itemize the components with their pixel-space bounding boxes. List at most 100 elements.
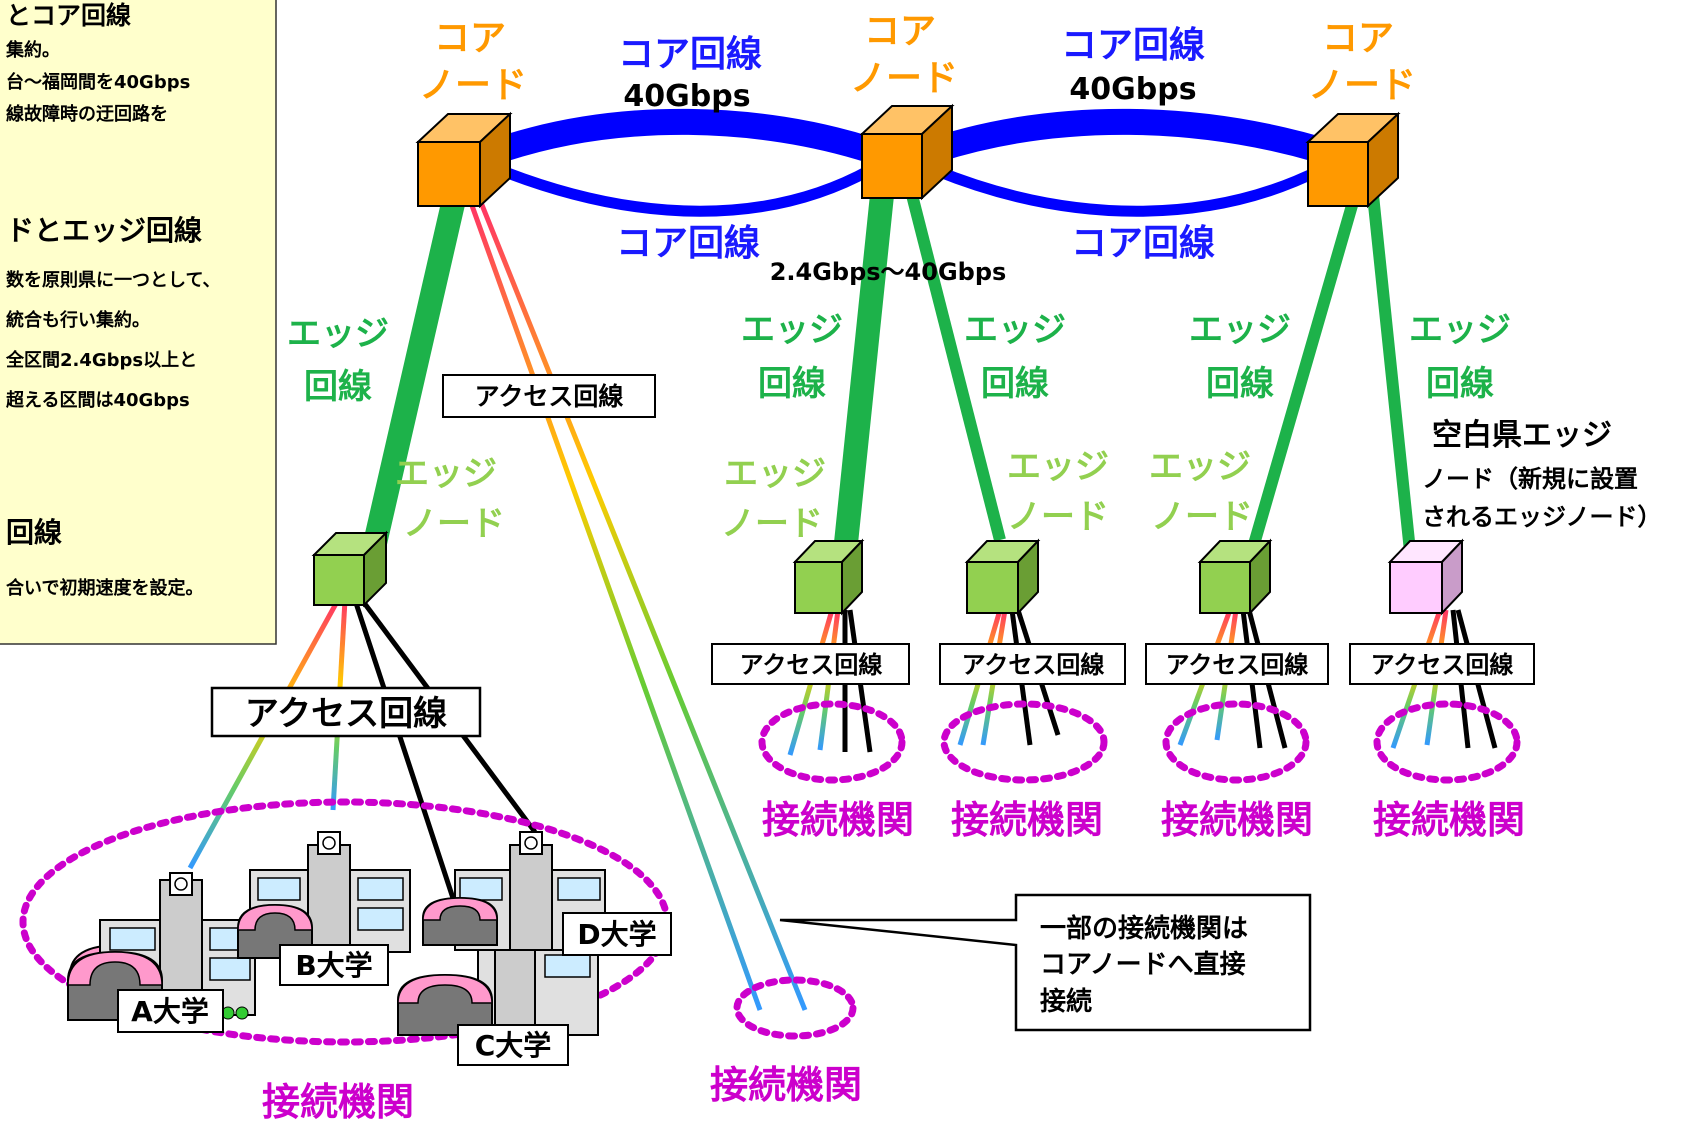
edge-line-label-4-bottom: 回線 [1426,364,1494,404]
panel-edge-line-3: 全区間2.4Gbps以上と [5,349,197,371]
edge-line-label-left-top: エッジ [287,314,389,354]
direct-access-line-2 [477,199,808,1011]
core-link-speed-1: 40Gbps [623,79,750,114]
edge-node-label-left-top: エッジ [395,454,497,494]
new-edge-node-line-3: されるエッジノード） [1422,503,1662,531]
access-label-1: アクセス回線 [711,643,910,685]
edge-line-label-left-bottom: 回線 [304,367,372,407]
description-panel: とコア回線 集約。 台～福岡間を40Gbps 線故障時の迂回路を ドとエッジ回線… [0,0,277,645]
access-label-left: アクセス回線 [210,686,482,738]
panel-core-line-2: 台～福岡間を40Gbps [6,71,190,93]
edge-line-right-1 [1242,193,1361,567]
edge-node-1 [792,538,865,616]
core-node-2 [859,103,955,201]
access-label-4-text: アクセス回線 [1371,651,1514,679]
core-link-lower-1 [497,164,873,217]
panel-edge-line-1: 数を原則県に一つとして、 [6,269,221,291]
core-link-speed-2: 40Gbps [1069,72,1196,107]
core-link-label-upper-2: コア回線 [1061,25,1205,66]
edge-node-new [1387,538,1465,616]
univ-label-d: D大学 [562,912,672,956]
building-b [237,831,411,959]
edge-line-label-3-bottom: 回線 [1206,364,1274,404]
edge-line-label-1-top: エッジ [741,310,843,350]
core-node-1-label-bottom: ノード [419,65,527,106]
core-link-label-lower-1: コア回線 [616,223,760,264]
edge-line-mid-2 [906,193,1006,542]
panel-heading-access: 回線 [6,516,62,549]
edge-node-left [311,530,389,608]
access-label-direct: アクセス回線 [442,374,656,418]
callout-line-3: 接続 [1040,986,1092,1017]
left-access-line-c [352,599,473,951]
edge-node-label-2-top: エッジ [1007,447,1109,487]
panel-heading-edge: ドとエッジ回線 [6,214,202,247]
new-edge-node-line-1: 空白県エッジ [1432,418,1612,453]
institution-ring-4 [1373,700,1521,784]
edge-node-labels: エッジ ノード エッジ ノード エッジ ノード エッジ ノード [395,447,1253,544]
institution-label-1: 接続機関 [762,798,914,842]
core-ring [495,108,1324,217]
institution-ring-direct [733,976,857,1040]
edge-lines [358,192,1419,581]
core-link-label-upper-1: コア回線 [618,34,762,75]
edge-line-label-4-top: エッジ [1409,310,1511,350]
edge-node-label-3-bottom: ノード [1151,497,1253,537]
univ-label-a-text: A大学 [131,995,209,1028]
core-node-1-label-top: コア [434,18,506,59]
panel-access-line-1: 合いで初期速度を設定。 [6,577,203,599]
edge-node-2 [964,538,1041,616]
institution-label-2: 接続機関 [951,798,1103,842]
callout: 一部の接続機関は コアノードへ直接 接続 [779,893,1312,1032]
access-label-4: アクセス回線 [1349,643,1535,685]
core-node-2-label-top: コア [864,11,936,52]
new-edge-node-description: 空白県エッジ ノード（新規に設置 されるエッジノード） [1422,418,1662,531]
core-link-mid-speed: 2.4Gbps～40Gbps [770,258,1007,286]
institution-labels: 接続機関 接続機関 接続機関 接続機関 接続機関 接続機関 [262,798,1525,1124]
panel-core-line-3: 線故障時の迂回路を [6,103,168,125]
panel-heading-core: とコア回線 [6,1,131,30]
institution-ring-1 [758,700,906,784]
access-label-3: アクセス回線 [1145,643,1329,685]
institution-ring-2 [940,700,1108,784]
univ-label-c-text: C大学 [475,1029,552,1062]
access-label-direct-text: アクセス回線 [475,382,624,411]
core-link-upper-2 [931,108,1324,163]
univ-label-b: B大学 [279,944,389,986]
panel-core-line-1: 集約。 [5,39,60,61]
institution-ring-3 [1162,700,1310,784]
edge-line-right-2 [1367,194,1419,581]
panel-edge-line-2: 統合も行い集約。 [6,309,150,331]
core-link-upper-1 [495,108,874,163]
core-node-3-label-bottom: ノード [1308,65,1416,106]
institution-label-4: 接続機関 [1373,798,1525,842]
core-node-2-label-bottom: ノード [850,58,958,99]
edge-line-labels: エッジ 回線 エッジ 回線 エッジ 回線 エッジ 回線 エッジ 回線 [287,310,1511,407]
edge-line-mid-1 [831,193,894,574]
edge-node-label-left-bottom: ノード [403,504,505,544]
direct-access-line-1 [467,199,763,1011]
institution-label-large: 接続機関 [262,1080,414,1124]
edge-line-label-2-bottom: 回線 [981,364,1049,404]
new-edge-node-line-2: ノード（新規に設置 [1422,465,1638,493]
edge-node-3 [1197,538,1273,616]
edge-line-label-3-top: エッジ [1189,310,1291,350]
access-label-2-text: アクセス回線 [962,651,1105,679]
univ-label-a: A大学 [117,989,224,1033]
edge-node-label-1-bottom: ノード [721,504,823,544]
edge-node-label-1-top: エッジ [724,454,826,494]
core-link-labels: コア回線 40Gbps コア回線 40Gbps コア回線 コア回線 2.4Gbp… [616,25,1215,286]
core-node-1 [415,111,513,209]
access-label-left-text: アクセス回線 [245,694,447,734]
edge-line-label-1-bottom: 回線 [758,364,826,404]
core-link-lower-2 [932,164,1323,217]
univ-label-d-text: D大学 [577,918,656,951]
edge-node-label-3-top: エッジ [1149,447,1251,487]
edge-line-label-2-top: エッジ [964,310,1066,350]
core-link-label-lower-2: コア回線 [1071,223,1215,264]
access-label-2: アクセス回線 [939,643,1126,685]
institution-label-direct: 接続機関 [710,1063,862,1107]
access-label-3-text: アクセス回線 [1166,651,1309,679]
institution-label-3: 接続機関 [1161,798,1313,842]
